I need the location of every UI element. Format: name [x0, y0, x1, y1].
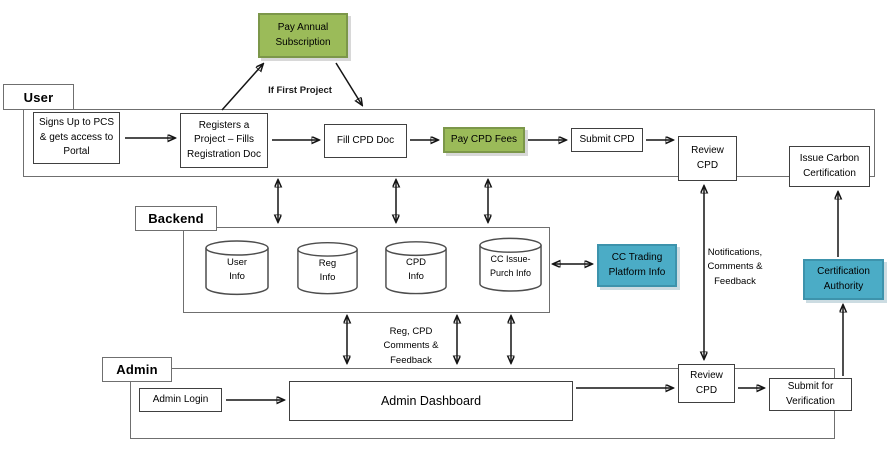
backend-lane-label: Backend: [135, 206, 217, 231]
review-cpd-user-node: Review CPD: [678, 136, 737, 181]
database-label: Reg Info: [318, 258, 337, 284]
certification-authority-node: Certification Authority: [803, 259, 884, 300]
user-info-database: User Info: [204, 239, 270, 296]
database-label: User Info: [226, 257, 248, 283]
cc-issue-purch-database: CC Issue- Purch Info: [478, 236, 543, 293]
reg-cpd-feedback-label: Reg, CPD Comments & Feedback: [383, 326, 439, 366]
signs-up-node: Signs Up to PCS & gets access to Portal: [33, 112, 120, 164]
admin-dashboard-node: Admin Dashboard: [289, 381, 573, 421]
database-label: CC Issue- Purch Info: [489, 254, 532, 278]
if-first-project-label: If First Project: [268, 85, 332, 96]
cpd-info-database: CPD Info: [384, 239, 448, 296]
pay-cpd-fees-node: Pay CPD Fees: [443, 127, 525, 153]
admin-login-node: Admin Login: [139, 388, 222, 412]
arrow-registers-to-payannual: [221, 64, 263, 111]
issue-carbon-certification-node: Issue Carbon Certification: [789, 146, 870, 187]
notifications-feedback-label: Notifications, Comments & Feedback: [707, 247, 763, 287]
cylinder-icon: [479, 237, 542, 292]
pay-annual-subscription-node: Pay Annual Subscription: [258, 13, 348, 58]
admin-lane-label: Admin: [102, 357, 172, 382]
submit-cpd-node: Submit CPD: [571, 128, 643, 152]
registers-project-node: Registers a Project – Fills Registration…: [180, 113, 268, 168]
user-lane-label: User: [3, 84, 74, 110]
cylinder-icon: [205, 240, 269, 296]
cylinder-icon: [385, 241, 447, 295]
backend-lane: [183, 227, 550, 313]
reg-info-database: Reg Info: [296, 240, 359, 296]
database-label: CPD Info: [405, 257, 427, 283]
fill-cpd-doc-node: Fill CPD Doc: [324, 124, 407, 158]
cc-trading-platform-node: CC Trading Platform Info: [597, 244, 677, 287]
cylinder-icon: [297, 241, 358, 295]
user-lane: [23, 109, 875, 177]
review-cpd-admin-node: Review CPD: [678, 364, 735, 403]
submit-for-verification-node: Submit for Verification: [769, 378, 852, 411]
